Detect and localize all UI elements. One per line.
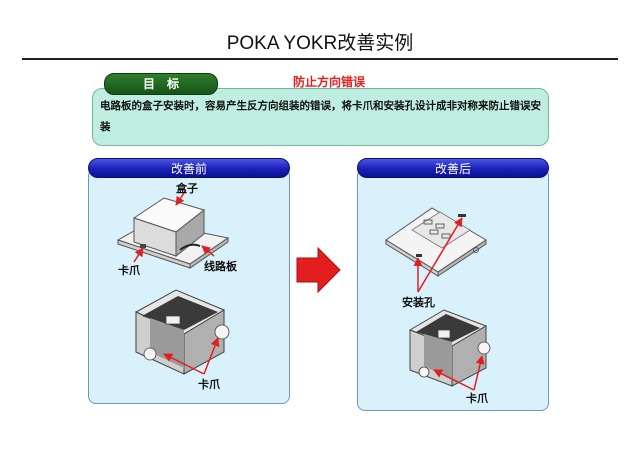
goal-heading: 防止方向错误	[293, 75, 366, 89]
before-callouts	[133, 189, 215, 263]
after-hole-callouts	[413, 217, 463, 293]
before-open-box	[134, 289, 230, 375]
label-board: 线路板	[204, 260, 237, 273]
after-board	[385, 207, 487, 277]
after-open-box	[408, 309, 491, 387]
label-claw-top: 卡爪	[118, 264, 140, 277]
label-hole: 安装孔	[402, 296, 435, 309]
label-box: 盒子	[176, 182, 198, 195]
title-divider	[22, 58, 618, 60]
before-board-assembly	[116, 197, 230, 269]
after-header: 改善后	[357, 158, 549, 178]
goal-text: 电路板的盒子安装时，容易产生反方向组装的错误，将卡爪和安装孔设计成非对称来防止错…	[100, 100, 541, 133]
label-claw-bottom: 卡爪	[198, 378, 220, 391]
goal-tab: 目 标	[104, 73, 218, 95]
label-claw-after: 卡爪	[466, 392, 488, 405]
right-arrow-icon	[296, 246, 341, 294]
after-claw-callouts	[433, 355, 485, 391]
goal-tab-label: 目 标	[142, 77, 179, 91]
before-header: 改善前	[88, 158, 290, 178]
goal-box	[92, 88, 549, 146]
page-title: POKA YOKR改善实例	[226, 33, 414, 54]
before-claw-callouts	[163, 337, 220, 375]
